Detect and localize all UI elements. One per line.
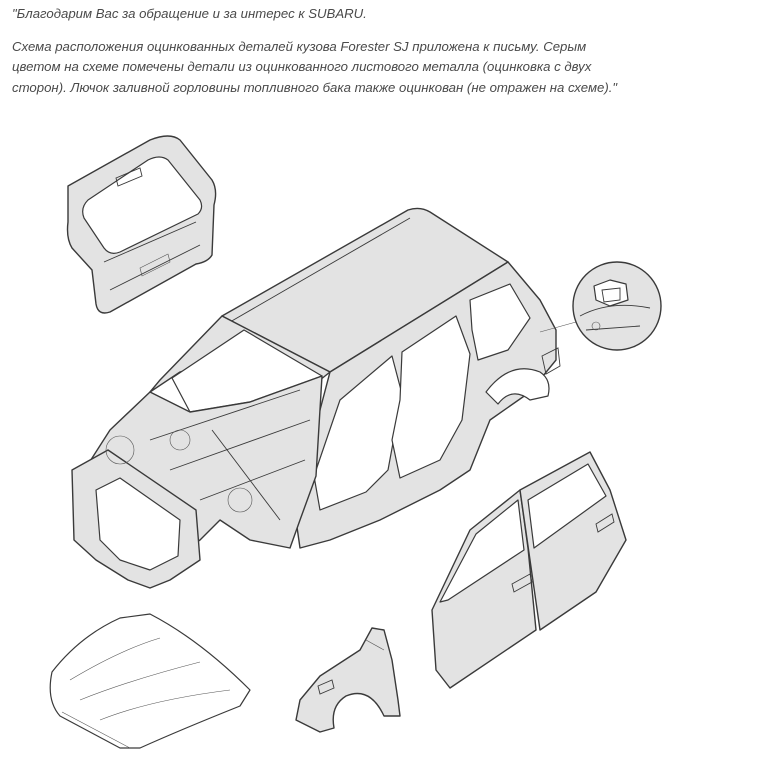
explanation-line-3: сторон). Лючок заливной горловины топлив…	[12, 79, 618, 95]
body-parts-diagram	[0, 120, 772, 772]
body-shell-part	[71, 207, 561, 589]
explanation-line-2: цветом на схеме помечены детали из оцинк…	[12, 59, 592, 74]
hood-part	[49, 613, 251, 749]
explanation-paragraph: Схема расположения оцинкованных деталей …	[12, 37, 752, 99]
letter-text: "Благодарим Вас за обращение и за интере…	[12, 4, 752, 110]
detail-callout	[539, 261, 662, 351]
explanation-line-1: Схема расположения оцинкованных деталей …	[12, 38, 587, 54]
tailgate-part	[66, 135, 217, 314]
side-doors-part	[431, 451, 627, 689]
greeting-line: "Благодарим Вас за обращение и за интере…	[12, 6, 367, 21]
front-fender-part	[295, 627, 401, 733]
